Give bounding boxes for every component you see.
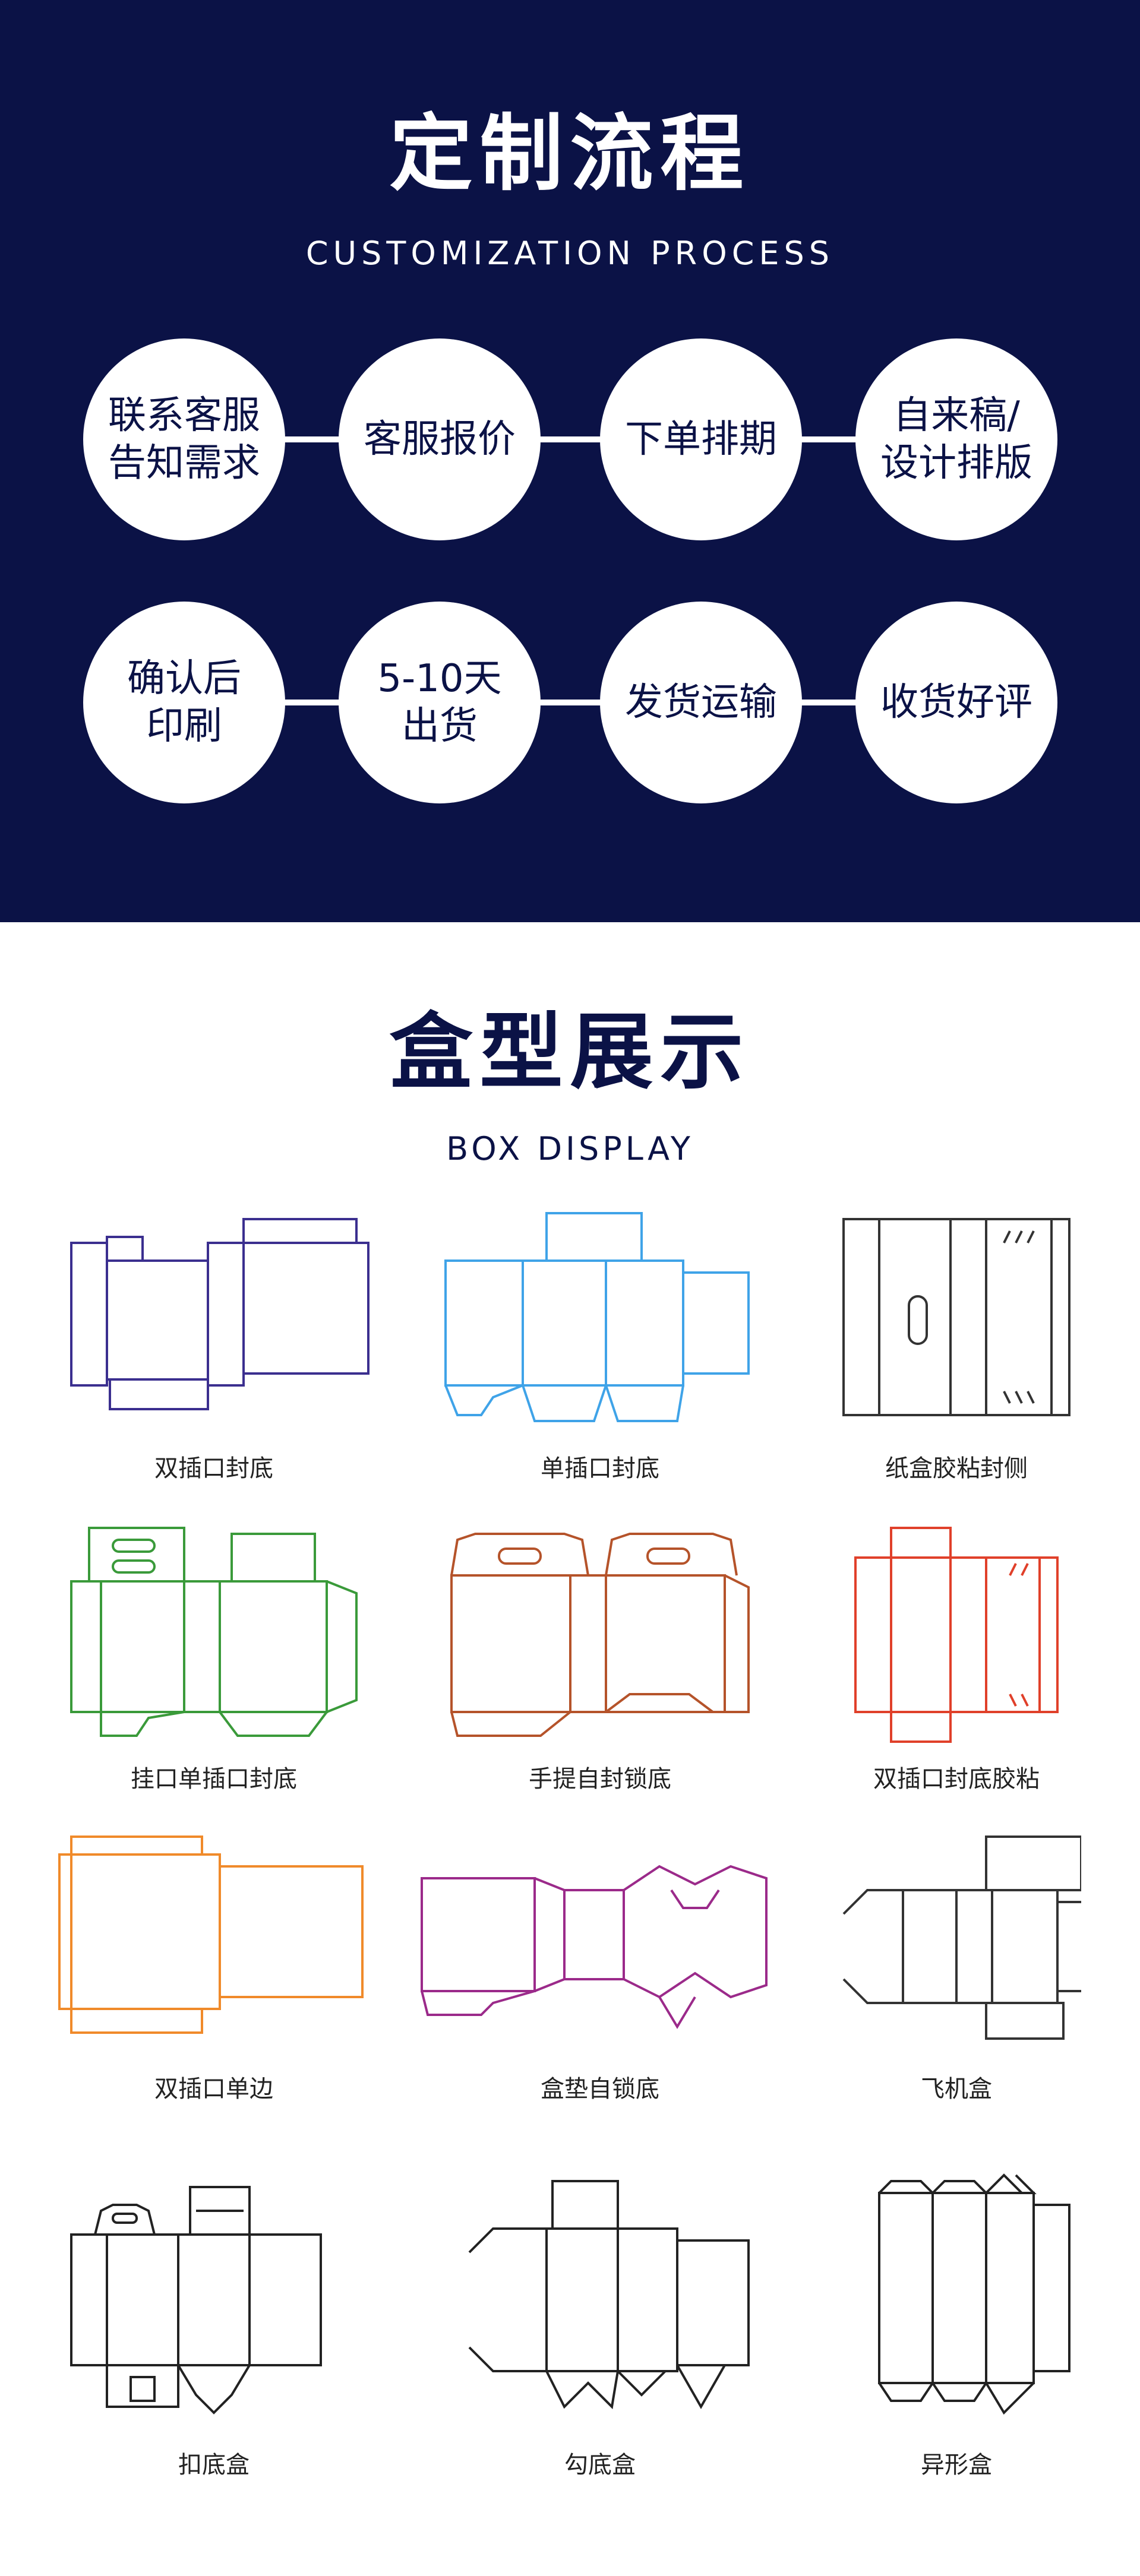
box-diagram-double-tuck (70, 1218, 370, 1410)
process-connector-row-2 (184, 700, 956, 705)
step-text-line1: 下单排期 (625, 417, 777, 461)
box-display-section: 盒型展示 BOX DISPLAY 双插口封底 单插口封底 纸盒胶粘封侧 (0, 922, 1140, 2576)
box-diagram-single-tuck (444, 1212, 750, 1422)
box-label: 手提自封锁底 (529, 1765, 671, 1793)
box-label: 双插口封底 (154, 1455, 273, 1482)
customization-process-section: 定制流程 CUSTOMIZATION PROCESS 联系客服 告知需求 客服报… (0, 0, 1140, 922)
step-text-line1: 收货好评 (880, 681, 1032, 724)
box-diagram-double-tuck-glued (854, 1527, 1059, 1743)
display-subtitle: BOX DISPLAY (446, 1130, 694, 1167)
box-label: 双插口单边 (154, 2075, 273, 2103)
process-step-design: 自来稿/ 设计排版 (855, 338, 1057, 540)
step-text-line2: 设计排版 (880, 441, 1032, 485)
box-diagram-tray-lock-bottom (421, 1865, 768, 2029)
process-connector-row-1 (184, 436, 956, 442)
process-step-quote: 客服报价 (339, 338, 541, 540)
box-diagram-double-tuck-single-edge (58, 1836, 364, 2034)
box-diagram-hook-bottom (468, 2180, 750, 2410)
step-text-line1: 联系客服 (108, 394, 260, 438)
step-text-line2: 出货 (402, 704, 478, 748)
process-title: 定制流程 (389, 106, 751, 202)
step-text-line1: 自来稿/ (893, 394, 1020, 438)
box-label: 纸盒胶粘封侧 (885, 1455, 1028, 1482)
step-text-line1: 确认后 (127, 657, 241, 701)
box-label: 飞机盒 (921, 2075, 992, 2103)
box-label: 挂口单插口封底 (131, 1765, 297, 1793)
step-text-line1: 客服报价 (364, 417, 516, 461)
box-diagram-snap-bottom (70, 2186, 322, 2414)
process-step-shipping: 发货运输 (600, 602, 802, 803)
box-diagram-hang-tab (70, 1527, 358, 1737)
display-title: 盒型展示 (389, 1004, 751, 1101)
step-text-line1: 5-10天 (377, 657, 502, 701)
step-text-line2: 印刷 (146, 704, 222, 748)
process-subtitle: CUSTOMIZATION PROCESS (305, 235, 835, 272)
box-label: 勾底盒 (564, 2451, 636, 2479)
process-step-schedule: 下单排期 (600, 338, 802, 540)
box-diagram-airplane-box (842, 1836, 1081, 2040)
box-label: 盒垫自锁底 (541, 2075, 659, 2103)
step-text-line2: 告知需求 (108, 441, 260, 485)
box-diagram-glued-side (842, 1218, 1070, 1416)
process-step-confirm-print: 确认后 印刷 (83, 602, 285, 803)
step-text-line1: 发货运输 (625, 681, 777, 724)
box-label: 单插口封底 (541, 1455, 659, 1482)
process-step-contact-service: 联系客服 告知需求 (83, 338, 285, 540)
box-label: 异形盒 (921, 2451, 992, 2479)
box-label: 扣底盒 (178, 2451, 250, 2479)
process-step-production: 5-10天 出货 (339, 602, 541, 803)
box-diagram-handle-lock (450, 1533, 750, 1737)
process-step-review: 收货好评 (855, 602, 1057, 803)
box-label: 双插口封底胶粘 (873, 1765, 1040, 1793)
box-diagram-irregular-box (878, 2173, 1070, 2415)
